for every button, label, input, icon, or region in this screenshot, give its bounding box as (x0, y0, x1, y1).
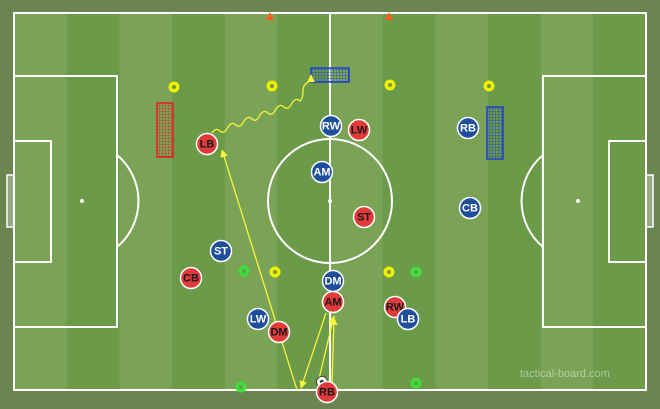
yellow-cone-icon (383, 266, 395, 278)
player-blue-am[interactable]: AM (310, 160, 334, 184)
player-blue-rb[interactable]: RB (456, 116, 480, 140)
player-token[interactable] (195, 132, 219, 156)
yellow-cone-icon (266, 80, 278, 92)
center-circle (267, 138, 393, 264)
player-red-am[interactable]: AM (321, 290, 345, 314)
player-red-dm[interactable]: DM (267, 320, 291, 344)
player-label: ST (214, 246, 228, 258)
orange-flag-icon (385, 12, 393, 20)
left-penalty-spot (80, 199, 84, 203)
green-cones (235, 265, 422, 393)
player-label: CB (462, 203, 478, 215)
player-blue-lw[interactable]: LW (246, 307, 270, 331)
player-label: RW (322, 121, 341, 133)
player-blue-cb[interactable]: CB (458, 196, 482, 220)
right-penalty-arc (520, 154, 544, 248)
left-goal (6, 174, 15, 228)
player-token[interactable] (315, 380, 339, 404)
yellow-cone-icon (168, 81, 180, 93)
player-label: DM (324, 276, 341, 288)
grass-stripe (172, 13, 226, 390)
pass-arrow-ball-to-am (317, 315, 337, 384)
pass-arrow-am-down (299, 312, 327, 389)
dribble-arrow (211, 74, 315, 134)
orange-flag-icon (266, 12, 274, 20)
player-token[interactable] (396, 307, 420, 331)
player-label: LB (401, 314, 416, 326)
yellow-cone-icon (269, 266, 281, 278)
player-token[interactable] (321, 269, 345, 293)
player-red-lb[interactable]: LB (195, 132, 219, 156)
player-token[interactable] (310, 160, 334, 184)
blue-mini-goal-top (310, 67, 350, 83)
arrows (211, 74, 338, 391)
left-penalty-arc (116, 154, 140, 248)
green-cone-icon (235, 381, 247, 393)
pass-arrow-rb-to-lb (220, 149, 298, 391)
player-token[interactable] (347, 118, 371, 142)
player-token[interactable] (267, 320, 291, 344)
center-spot (328, 199, 332, 203)
player-label: RW (386, 302, 405, 314)
player-red-cb[interactable]: CB (179, 266, 203, 290)
blue-team: RW RB AM CB ST DM LW LB (209, 114, 482, 331)
red-mini-goal (156, 102, 174, 158)
green-cone-icon (238, 265, 250, 277)
grass-stripe (382, 13, 436, 390)
player-label: RB (319, 387, 335, 399)
player-blue-dm[interactable]: DM (321, 269, 345, 293)
player-token[interactable] (246, 307, 270, 331)
grass-stripe (14, 13, 68, 390)
player-label: LW (351, 125, 368, 137)
player-token[interactable] (319, 114, 343, 138)
run-arrow-to-am (329, 317, 338, 386)
yellow-cone-icon (483, 80, 495, 92)
right-penalty-spot (576, 199, 580, 203)
player-token[interactable] (456, 116, 480, 140)
player-label: DM (270, 327, 287, 339)
player-label: LB (200, 139, 215, 151)
player-blue-st[interactable]: ST (209, 239, 233, 263)
green-cone-icon (410, 377, 422, 389)
grass-stripe (119, 13, 173, 390)
green-cone-icon (410, 266, 422, 278)
player-red-lw[interactable]: LW (347, 118, 371, 142)
grass-stripe (593, 13, 647, 390)
player-token[interactable] (209, 239, 233, 263)
right-goal (645, 174, 654, 228)
player-red-st[interactable]: ST (352, 205, 376, 229)
player-label: CB (183, 273, 199, 285)
player-red-rb[interactable]: RB (315, 380, 339, 404)
player-blue-lb[interactable]: LB (396, 307, 420, 331)
blue-mini-goal-right (486, 106, 504, 160)
grass-stripe (66, 13, 120, 390)
player-label: AM (324, 297, 341, 309)
grass-stripe (488, 13, 542, 390)
grass-stripe (540, 13, 594, 390)
player-blue-rw[interactable]: RW (319, 114, 343, 138)
yellow-cones (168, 79, 495, 278)
player-label: ST (357, 212, 371, 224)
yellow-cone-icon (384, 79, 396, 91)
player-label: RB (460, 123, 476, 135)
player-label: LW (250, 314, 267, 326)
player-token[interactable] (179, 266, 203, 290)
player-label: AM (313, 167, 330, 179)
watermark: tactical-board.com (520, 368, 610, 380)
player-token[interactable] (352, 205, 376, 229)
player-token[interactable] (458, 196, 482, 220)
